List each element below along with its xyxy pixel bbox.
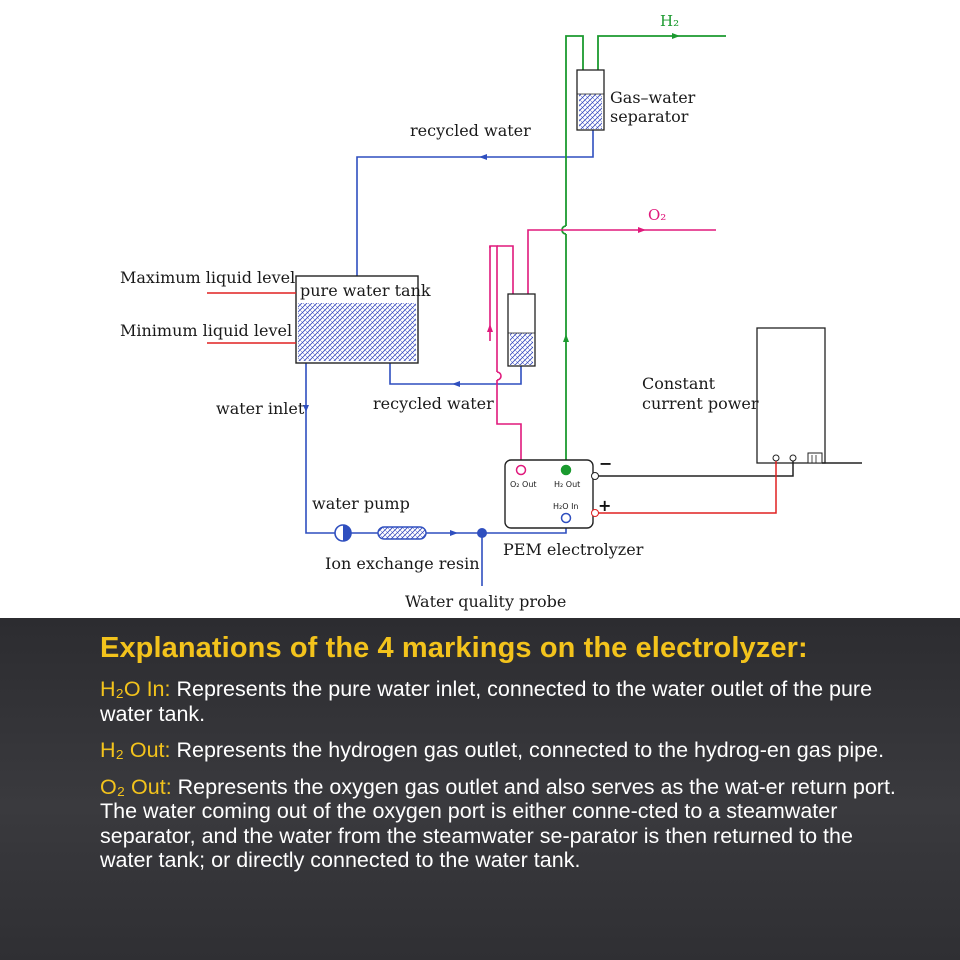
tank-label: pure water tank (300, 281, 431, 300)
arrow-mid-recycle (452, 381, 460, 387)
terminal-positive (591, 509, 599, 517)
max-level-label: Maximum liquid level (120, 268, 295, 287)
port-h2-out (560, 464, 572, 476)
explanation-panel: Explanations of the 4 markings on the el… (0, 618, 960, 960)
explanation-o2-out: O₂ Out: Represents the oxygen gas outlet… (100, 775, 900, 873)
recycled-water-top-line (356, 130, 594, 277)
negative-wire (598, 461, 794, 477)
pem-electrolyzer (504, 459, 599, 529)
port-o2-out-label: O₂ Out (510, 480, 537, 489)
o2-sep-in (497, 245, 514, 294)
arrow-o2-up (487, 324, 493, 332)
term-h2o-in: H₂O In: (100, 677, 171, 701)
probe-label: Water quality probe (405, 592, 566, 611)
text-o2-out: Represents the oxygen gas outlet and als… (100, 774, 896, 873)
o2-from-electrolyzer (496, 380, 522, 464)
o2-crossover (496, 371, 502, 381)
positive-wire (598, 461, 777, 514)
water-pump-label: water pump (312, 494, 410, 513)
h2-to-separator (565, 35, 584, 226)
power-supply (756, 327, 826, 464)
port-h2o-in-label: H₂O In (553, 502, 579, 511)
water-quality-probe (477, 528, 487, 538)
recycled-water-mid-label: recycled water (373, 394, 494, 413)
arrow-top-recycle (479, 154, 487, 160)
o2-to-separator (489, 245, 498, 372)
explanation-h2o-in: H₂O In: Represents the pure water inlet,… (100, 677, 900, 726)
recycled-water-mid-line (389, 363, 522, 385)
gas-water-separator (576, 69, 605, 131)
text-h2-out: Represents the hydrogen gas outlet, conn… (170, 738, 885, 762)
arrow-inlet-right (450, 530, 458, 536)
oxygen-lines (489, 229, 716, 464)
power-label-2: current power (642, 394, 759, 413)
positive-sign: + (598, 496, 611, 515)
recycled-water-top-label: recycled water (410, 121, 531, 140)
port-h2o-in (560, 512, 572, 524)
negative-sign: − (599, 454, 612, 473)
arrow-inlet-down (303, 405, 309, 412)
explanation-h2-out: H₂ Out: Represents the hydrogen gas outl… (100, 738, 900, 763)
electrolyzer-label: PEM electrolyzer (503, 540, 644, 559)
o2-output-line (527, 229, 716, 294)
min-level-label: Minimum liquid level (120, 321, 292, 340)
water-inlet-label: water inlet (216, 399, 305, 418)
term-h2-out: H₂ Out: (100, 738, 171, 762)
arrow-h2-out (672, 33, 680, 39)
text-h2o-in: Represents the pure water inlet, connect… (100, 677, 873, 726)
h2-output-line (597, 35, 726, 70)
system-diagram: H₂ O₂ Gas–water separator recycled water… (120, 12, 862, 611)
explanation-title: Explanations of the 4 markings on the el… (100, 632, 808, 664)
oxygen-separator (507, 293, 536, 367)
ion-resin-label: Ion exchange resin (325, 554, 480, 573)
water-pump (334, 524, 352, 542)
pure-water-tank (295, 275, 419, 364)
separator-label-2: separator (610, 107, 689, 126)
port-o2-out (515, 464, 527, 476)
ion-exchange-resin (377, 526, 427, 540)
terminal-negative (591, 472, 599, 480)
term-o2-out: O₂ Out: (100, 774, 172, 799)
hydrogen-lines (561, 35, 726, 470)
o2-label: O₂ (648, 206, 666, 224)
separator-label-1: Gas–water (610, 88, 696, 107)
h2-label: H₂ (660, 12, 679, 30)
arrow-o2-out (638, 227, 646, 233)
port-h2-out-label: H₂ Out (554, 480, 580, 489)
arrow-h2-up (563, 334, 569, 342)
power-label-1: Constant (642, 374, 716, 393)
